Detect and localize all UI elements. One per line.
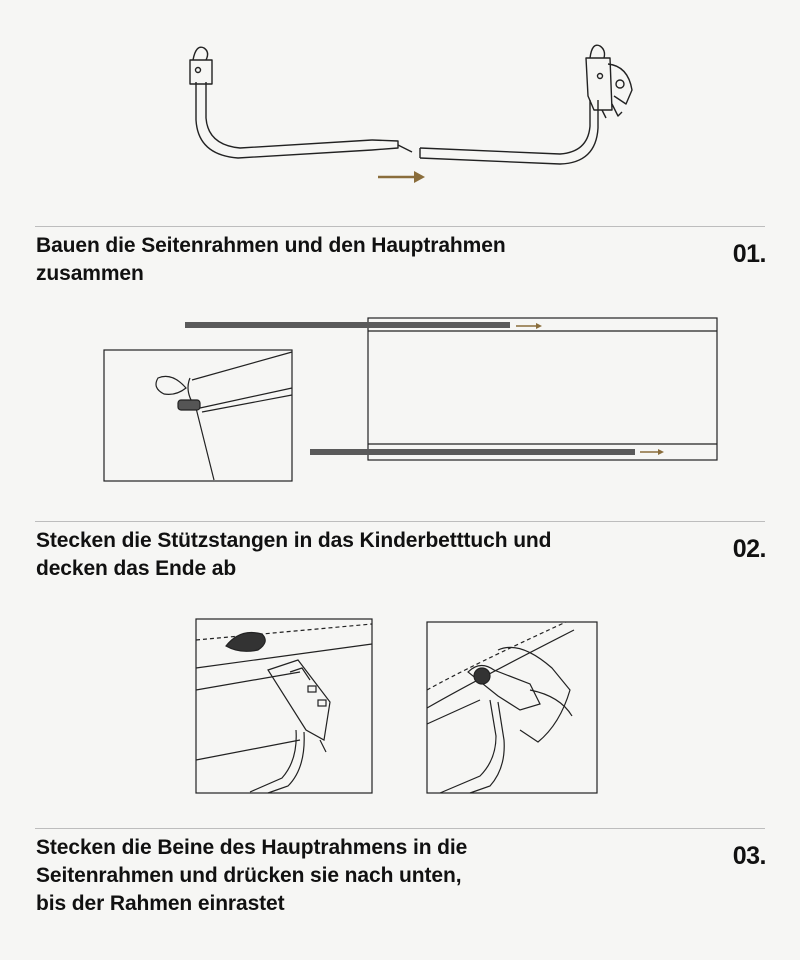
support-rod-illustration — [103, 317, 718, 482]
step-caption: Stecken die Stützstangen in das Kinderbe… — [36, 527, 596, 583]
rod-top — [185, 322, 635, 455]
step-number: 01. — [732, 240, 767, 268]
divider — [35, 828, 765, 829]
divider — [35, 521, 765, 522]
frame-lock-illustration — [195, 618, 598, 794]
divider — [35, 226, 765, 227]
step-number: 02. — [732, 535, 767, 563]
caption-line: decken das Ende ab — [36, 557, 237, 580]
caption-line: Stecken die Beine des Hauptrahmens in di… — [36, 836, 468, 859]
caption-line: Stecken die Stützstangen in das Kinderbe… — [36, 529, 552, 552]
step-number: 03. — [732, 842, 767, 870]
caption-line: Bauen die Seitenrahmen und den Hauptrahm… — [36, 234, 506, 257]
step-caption: Stecken die Beine des Hauptrahmens in di… — [36, 834, 596, 918]
caption-line: bis der Rahmen einrastet — [36, 892, 285, 915]
caption-line: zusammen — [36, 262, 144, 285]
direction-arrow-icon — [378, 171, 425, 183]
frame-assembly-illustration — [189, 44, 633, 165]
rod-arrows-icon — [516, 323, 664, 455]
step-caption: Bauen die Seitenrahmen und den Hauptrahm… — [36, 232, 596, 288]
caption-line: Seitenrahmen und drücken sie nach unten, — [36, 864, 462, 887]
